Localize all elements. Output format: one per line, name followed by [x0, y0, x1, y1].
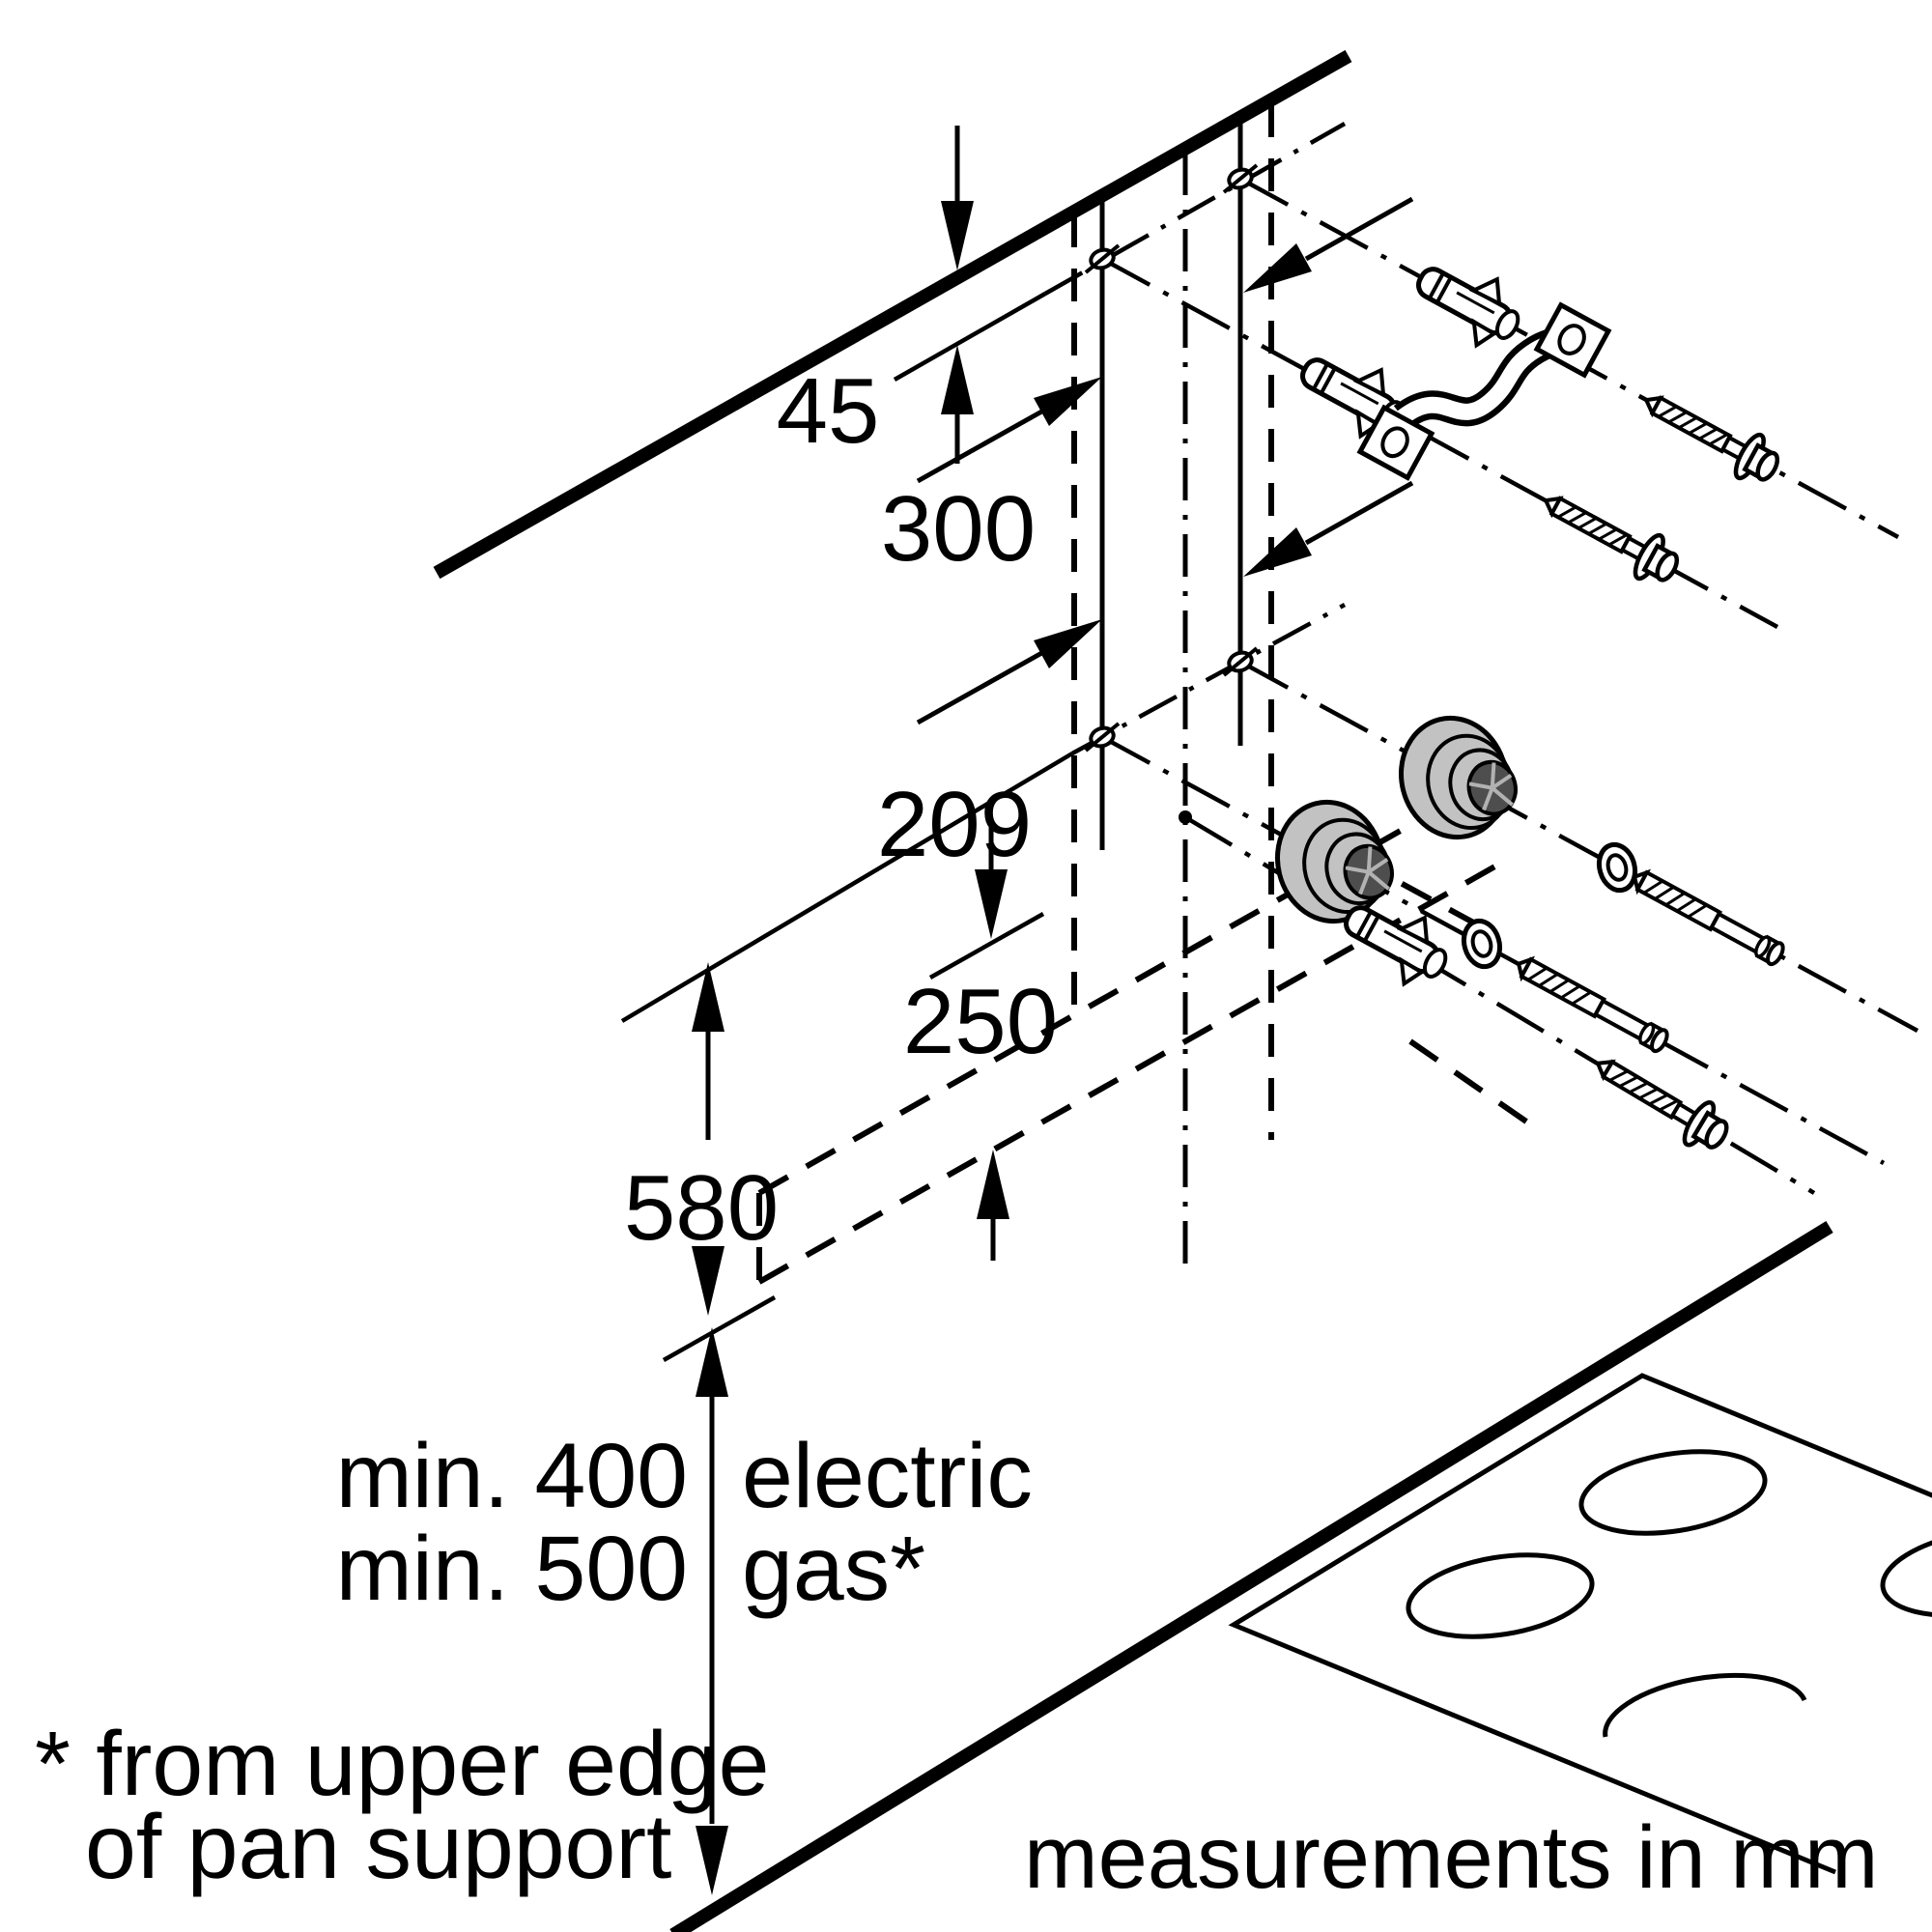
lower-holes-pointer-arrow	[1243, 480, 1414, 577]
dim-250-label: 250	[903, 970, 1058, 1073]
dim-580-bottom-tick	[662, 1295, 777, 1362]
clearance-gas-value-label: min. 500	[336, 1518, 688, 1620]
screw-icon	[1634, 379, 1786, 491]
dimension-arrows	[692, 126, 1414, 1895]
washer-icon	[1594, 840, 1640, 895]
dim-45-label: 45	[777, 359, 880, 463]
mounting-holes	[1084, 163, 1259, 824]
footnote-line1: * from upper edge	[35, 1713, 769, 1815]
template-vertical-lines	[1071, 104, 1274, 1267]
clearance-electric-value-label: min. 400	[336, 1425, 688, 1527]
wall-bottom-edge-line	[669, 1221, 1833, 1932]
clearance-electric-word-label: electric	[742, 1425, 1033, 1527]
bracket-ear	[1533, 301, 1612, 379]
wall-plug-icon	[1406, 247, 1532, 358]
burner-icon	[1880, 1527, 1932, 1618]
dim-300-label: 300	[881, 477, 1036, 581]
dim-45-arrow	[941, 345, 974, 464]
dim-209-arrow	[916, 619, 1102, 725]
screw-icon	[1534, 479, 1686, 591]
lower-mounting-hardware	[1265, 705, 1788, 1158]
mounting-hole-icon	[1222, 163, 1259, 194]
clearance-arrow	[696, 1327, 728, 1895]
washer-icon	[1459, 917, 1505, 971]
spacer-icon	[1265, 789, 1402, 932]
spacer-icon	[1389, 705, 1525, 848]
burner-icon	[1603, 1672, 1807, 1738]
hanger-bolt-icon	[1511, 952, 1672, 1056]
mounting-hole-dot-icon	[1179, 810, 1192, 824]
anti-tilt-bracket	[1356, 301, 1612, 481]
mounting-hole-icon	[1084, 243, 1121, 274]
footnote-line2: of pan support	[85, 1796, 671, 1898]
dim-300-arrow	[916, 377, 1102, 484]
mounting-hole-icon	[1084, 722, 1121, 753]
hanger-bolt-icon	[1627, 865, 1788, 969]
dim-250-reference-tick	[928, 912, 1045, 980]
clearance-gas-word-label: gas*	[742, 1518, 925, 1620]
burner-icon	[1406, 1552, 1595, 1639]
wall-top-edge-line	[433, 49, 1352, 580]
bracket-ear	[1356, 404, 1435, 481]
dim-209-label: 209	[877, 773, 1032, 876]
upper-mounting-hardware	[1290, 247, 1786, 592]
dim-45-reference-line	[893, 292, 1047, 382]
burner-icon	[1578, 1449, 1768, 1536]
dim-250-down-arrow	[975, 823, 1008, 939]
dimension-reference-lines	[620, 292, 1074, 1362]
dim-250-up-arrow	[977, 1150, 1009, 1261]
wall-reference-arrow	[941, 126, 974, 270]
units-label: measurements in mm	[1024, 1808, 1878, 1907]
dim-580-arrow	[692, 962, 724, 1316]
upper-holes-pointer-arrow	[1243, 196, 1414, 293]
screw-icon	[1585, 1042, 1735, 1158]
dim-580-label: 580	[624, 1156, 779, 1260]
hood-top-reference-line	[620, 752, 1074, 1023]
cooktop-outline	[1228, 1373, 1932, 1875]
hole-row-centerlines	[1043, 122, 1347, 755]
cooktop	[1228, 1373, 1932, 1875]
mounting-hole-icon	[1222, 646, 1259, 677]
